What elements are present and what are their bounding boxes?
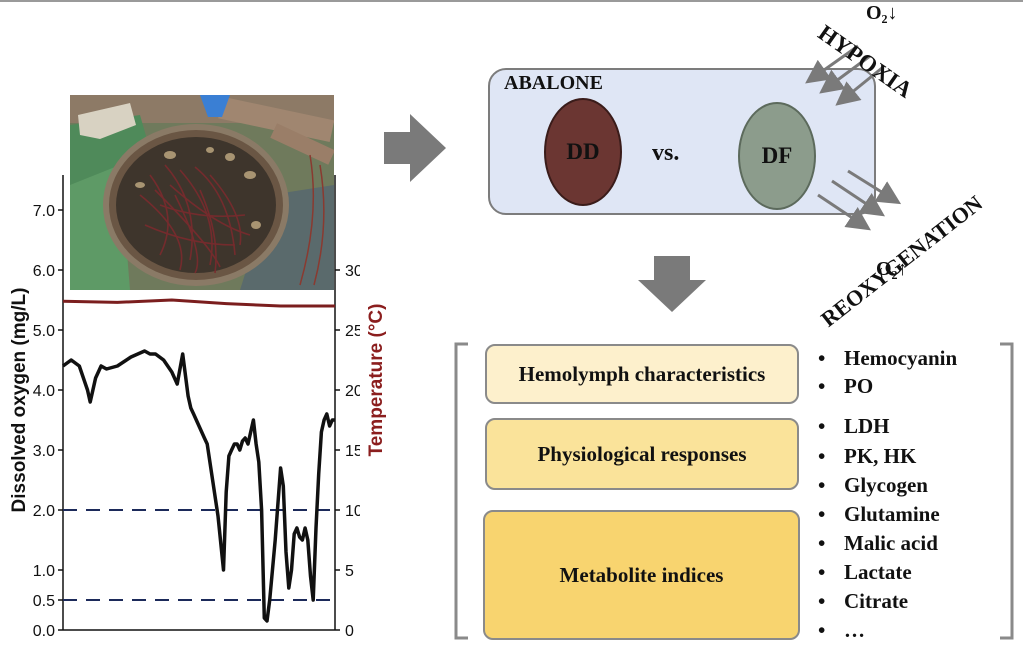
top-divider [0,0,1023,2]
o2-decrease-label: O₂↓ [866,2,898,24]
list-item-text: … [844,618,865,642]
bullet-dot: • [818,560,826,584]
list-item: • Lactate [818,560,912,585]
list-item-text: LDH [844,414,890,438]
left-tick-label: 2.0 [33,503,55,520]
list-item-text: PO [844,374,874,398]
hemolymph-label: Hemolymph characteristics [518,361,766,386]
list-item: • Glycogen [818,473,928,498]
bullet-dot: • [818,589,826,613]
right-tick-label: 10 [345,503,360,520]
list-item: • Glutamine [818,502,940,527]
metabolite-box: Metabolite indices [483,510,800,640]
bullet-dot: • [818,374,826,398]
indicator-list: • Hemocyanin • PO • LDH • PK, HK • Glycogen •… [818,344,998,644]
left-axis-title: Dissolved oxygen (mg/L) [9,288,30,513]
left-tick-label: 6.0 [33,263,55,280]
right-tick-label: 5 [345,563,354,580]
right-tick-label: 25 [345,323,360,340]
list-item: • PK, HK [818,444,916,469]
metabolite-label: Metabolite indices [559,562,724,587]
temperature-axis-title: Temperature (°C) [366,304,387,457]
right-arrow-icon [384,114,446,182]
left-tick-label: 5.0 [33,323,55,340]
hypoxia-arrows-icon [805,44,883,106]
dd-oval: DD [544,98,622,206]
oxygen-temperature-chart: 0.0 0.5 1.0 2.0 3.0 4.0 5.0 6.0 7.0 0 5 10 15 20 25 30… [9,175,360,640]
right-tick-label: 30 [345,263,360,280]
list-item-text: Citrate [844,589,909,613]
right-tick-label: 20 [345,383,360,400]
plot-area [62,175,336,631]
dissolved-oxygen-series-line [61,349,335,623]
down-arrow-icon [638,256,706,312]
left-tick-label: 0.0 [33,623,55,640]
list-item: • Malic acid [818,531,938,556]
vs-label: vs. [652,140,680,166]
right-bracket [1000,342,1014,640]
abalone-label: ABALONE [504,72,603,94]
bullet-dot: • [818,618,826,642]
o2-increase-label: O₂↑ [876,258,908,280]
right-tick-label: 15 [345,443,360,460]
bullet-dot: • [818,444,826,468]
abalone-cage-photo [70,95,334,290]
left-tick-label: 0.5 [33,593,55,610]
hemolymph-box: Hemolymph characteristics [485,344,799,404]
left-tick-label: 1.0 [33,563,55,580]
list-item: • LDH [818,414,890,439]
df-oval: DF [738,102,816,210]
list-item: • Citrate [818,589,908,614]
physiological-label: Physiological responses [537,441,747,466]
list-item: •… [818,618,865,643]
left-tick-label: 4.0 [33,383,55,400]
right-axis-title-holder: Temperature (°C) [366,304,387,457]
physiological-box: Physiological responses [485,418,799,490]
list-item: • Hemocyanin [818,346,957,371]
list-item-text: Hemocyanin [844,346,958,370]
list-item-text: PK, HK [844,444,917,468]
dd-label: DD [566,139,600,164]
list-item-text: Glutamine [844,502,940,526]
list-item-text: Glycogen [844,473,928,497]
left-tick-label: 3.0 [33,443,55,460]
df-label: DF [761,143,793,168]
list-item-text: Malic acid [844,531,938,555]
reoxygenation-arrows-icon [817,169,902,231]
bullet-dot: • [818,531,826,555]
left-bracket [454,342,468,640]
bullet-dot: • [818,414,826,438]
left-tick-label: 7.0 [33,203,55,220]
right-tick-label: 0 [345,623,354,640]
list-item: • PO [818,374,873,399]
list-item-text: Lactate [844,560,912,584]
bullet-dot: • [818,346,826,370]
bullet-dot: • [818,502,826,526]
temperature-series-line [62,298,335,308]
bullet-dot: • [818,473,826,497]
